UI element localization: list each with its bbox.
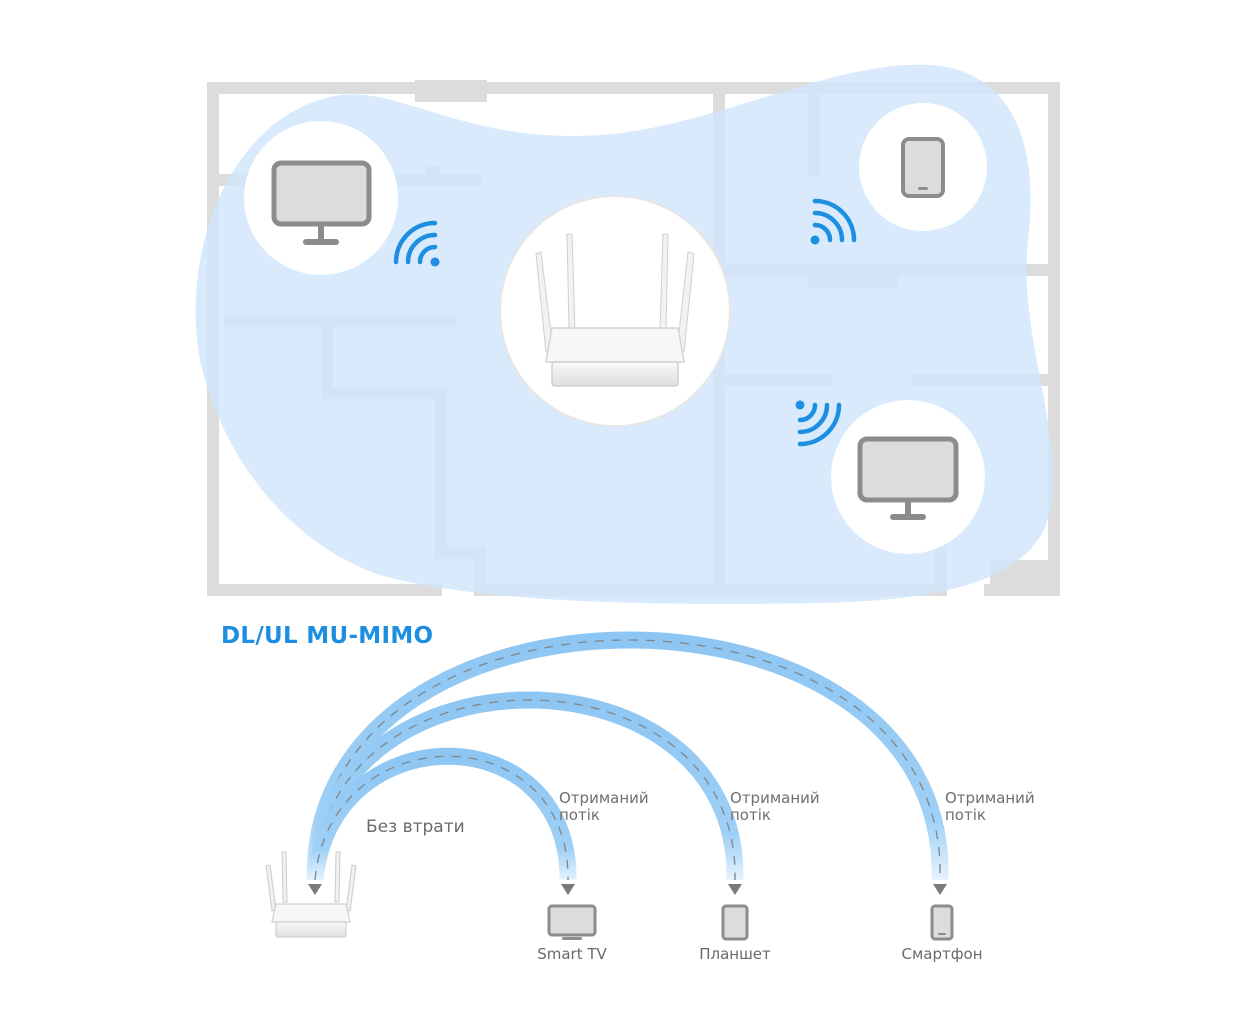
arrow-down-icon (561, 884, 575, 895)
wifi-icon (810, 198, 857, 245)
smartphone-icon (930, 904, 954, 941)
device-label-tablet: Планшет (699, 945, 771, 963)
smart-tv-icon (547, 904, 597, 940)
tablet-icon (721, 904, 749, 941)
router-bubble (499, 195, 731, 427)
stream-arc-smart-tv (306, 747, 577, 881)
device-label-smartphone: Смартфон (901, 945, 983, 963)
tablet-icon (901, 137, 945, 198)
wall-block (415, 80, 487, 102)
router-image (535, 233, 695, 387)
monitor-icon (271, 160, 372, 245)
monitor-icon (857, 436, 959, 520)
device-label-smart-tv: Smart TV (537, 945, 607, 963)
wifi-icon (795, 400, 842, 447)
arrowheads (308, 884, 947, 895)
mu-mimo-arcs (306, 631, 949, 881)
arrow-down-icon (728, 884, 742, 895)
arrow-down-icon (308, 884, 322, 895)
stream-label-smartphone: Отриманий потік (945, 789, 1035, 824)
router-image (265, 851, 357, 938)
arrow-down-icon (933, 884, 947, 895)
diagram-title: DL/UL MU-MIMO (221, 623, 434, 649)
no-loss-label: Без втрати (366, 817, 465, 837)
stream-label-smart-tv: Отриманий потік (559, 789, 649, 824)
stream-label-tablet: Отриманий потік (730, 789, 820, 824)
wifi-icon (393, 220, 440, 267)
